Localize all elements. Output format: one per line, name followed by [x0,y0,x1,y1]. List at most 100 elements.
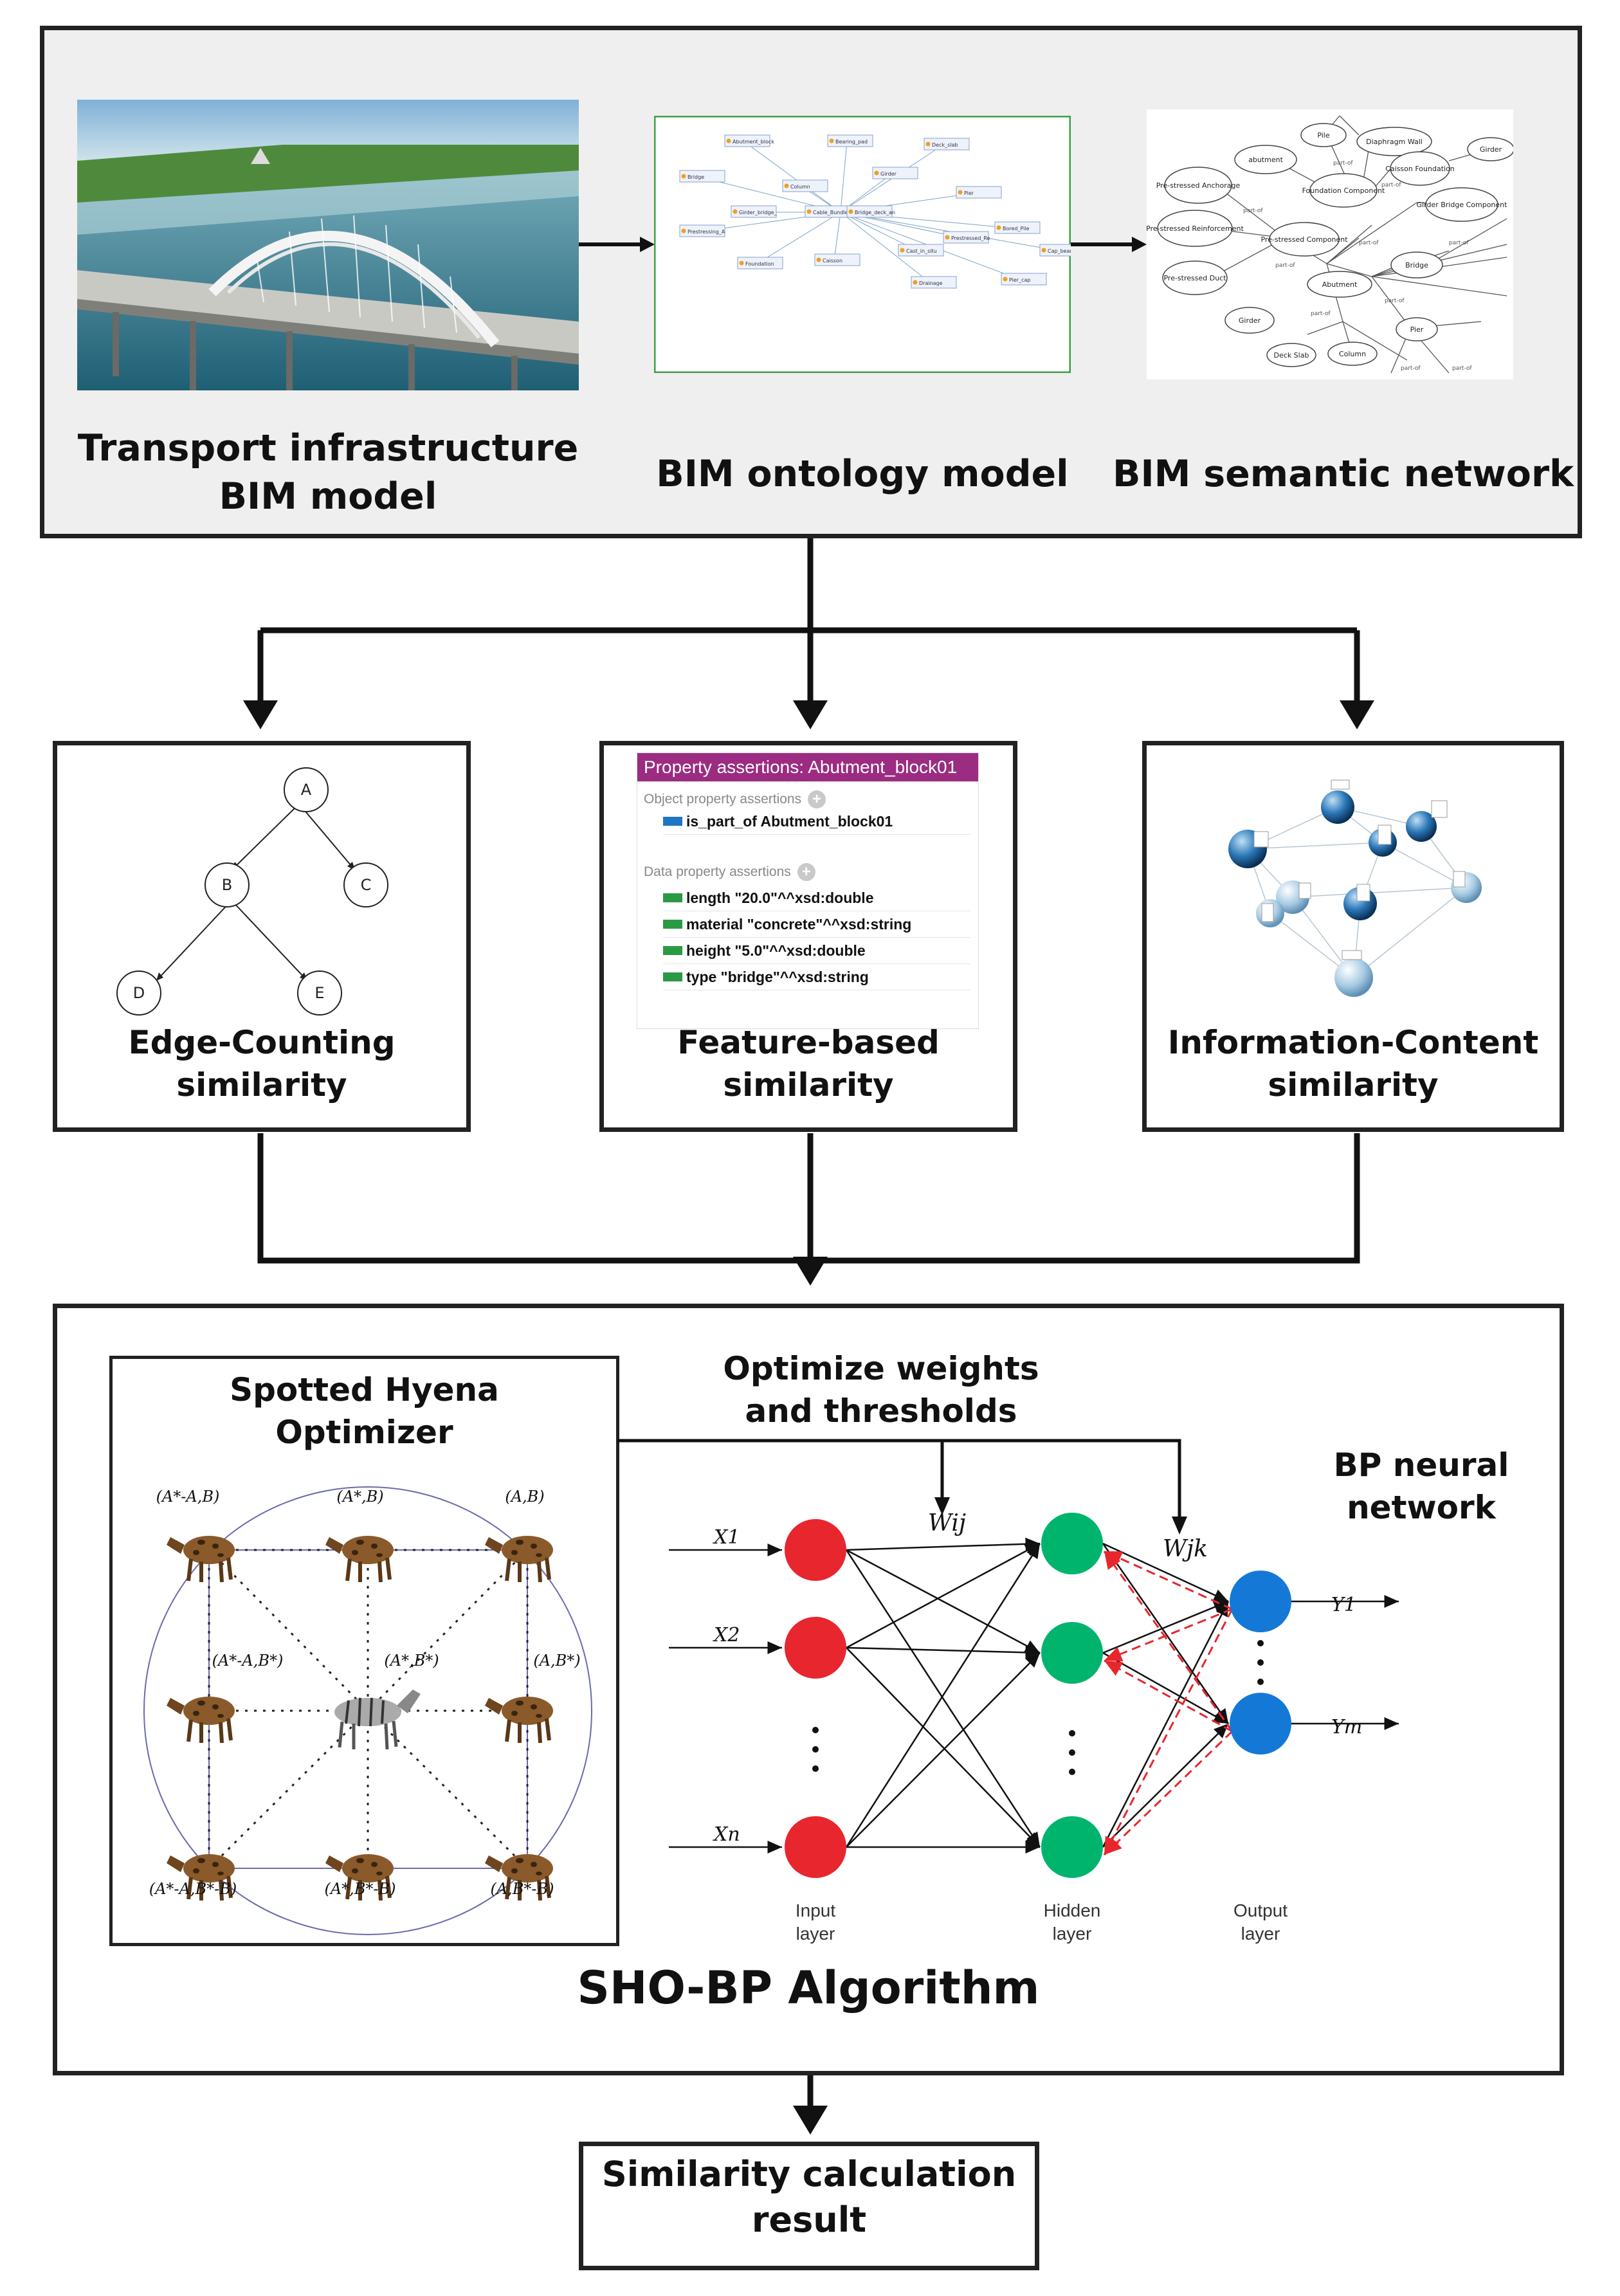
label-information-content: Information-Content similarity [1167,1024,1539,1104]
svg-text:Girder Bridge Component: Girder Bridge Component [1417,201,1508,209]
svg-text:part-of: part-of [1359,240,1379,246]
tree-node-c: C [361,876,372,894]
sho-bp-title: SHO-BP Algorithm [577,1962,1040,2014]
ontology-node: Prestressing_A [679,224,725,237]
tree-node-b: B [222,876,232,894]
data-property-header: Data property assertions + [644,863,970,881]
property-assertions-panel: Property assertions: Abutment_block01 Ob… [637,752,979,1029]
pos-label: (A*,B*) [384,1652,439,1670]
weight-wjk-label: Wjk [1163,1536,1208,1562]
svg-text:abutment: abutment [1248,156,1283,164]
svg-text:Pre-stressed Component: Pre-stressed Component [1261,235,1348,244]
hidden-neuron [1041,1622,1103,1684]
svg-text:Foundation Component: Foundation Component [1302,187,1385,195]
ontology-node: Bridge_deck_an [846,205,895,218]
semantic-network-image: Pile Diaphragm Wall Girder abutment Cais… [1147,109,1513,379]
layer-label-hidden: Hidden [1044,1900,1101,1920]
svg-text:Prestressing_A: Prestressing_A [687,229,725,235]
svg-text:Pier: Pier [964,190,974,196]
svg-text:Column: Column [1339,350,1366,358]
svg-text:layer: layer [796,1924,835,1944]
object-property-row: is_part_of Abutment_block01 [663,808,970,835]
weight-wij-label: Wij [928,1510,966,1536]
edge-counting-box [53,741,471,1132]
ontology-node: Pier [956,186,1002,199]
result-box [579,2142,1039,2270]
pos-label: (A*-A,B*) [212,1652,284,1670]
svg-text:Abutment: Abutment [1322,280,1358,289]
pos-label: (A*,B*-B) [324,1880,396,1898]
svg-text:Cable_Bundle_B: Cable_Bundle_B [813,210,854,215]
svg-text:part-of: part-of [1449,240,1469,246]
svg-text:Girder: Girder [1239,316,1261,325]
svg-text:Abutment_block: Abutment_block [733,139,774,145]
svg-text:Bored_Pile: Bored_Pile [1003,226,1030,232]
pos-label: (A,B*-B) [490,1880,554,1898]
ontology-graph-image: Abutment_block Bearing_padDeck_slabBridge… [654,116,1071,373]
add-data-property-icon[interactable]: + [797,863,815,881]
tree-node-e: E [314,984,324,1002]
data-property-row: height "5.0"^^xsd:double [663,938,970,964]
pos-label: (A,B*) [533,1652,580,1670]
ontology-node: Bearing_pad [827,134,873,147]
hyena-icon [485,1536,553,1583]
svg-text:Girder_bridge_: Girder_bridge_ [739,210,778,215]
arrow-ontology-to-semantic [1071,237,1147,252]
label-semantic-network: BIM semantic network [1113,453,1574,495]
hidden-neuron [1041,1513,1103,1574]
input-x1-label: X1 [713,1526,740,1549]
ontology-node: Deck_slab [924,138,970,150]
ontology-node: Abutment_block [724,134,774,147]
label-bim-model: Transport infrastructure BIM model [77,427,579,518]
hyena-icon [167,1536,235,1583]
hyena-icon [167,1697,235,1744]
svg-text:Girder: Girder [880,171,897,177]
svg-text:layer: layer [1053,1924,1092,1944]
property-panel-title: Property assertions: Abutment_block01 [637,753,978,781]
svg-text:Deck_slab: Deck_slab [932,142,958,148]
label-bp-neural-network: BP neural network [1333,1446,1509,1526]
input-neuron [785,1519,846,1581]
ontology-node: Foundation [737,257,783,269]
data-property-row: type "bridge"^^xsd:string [663,964,970,990]
tree-node-a: A [301,781,312,799]
sho-box [109,1356,619,1946]
svg-text:part-of: part-of [1385,298,1405,304]
hyena-icons [167,1536,553,1901]
ontology-node: Bridge [679,170,725,183]
ontology-node: Prestressed_Re [943,231,990,244]
svg-text:Drainage: Drainage [919,280,943,286]
pos-label: (A*-A,B) [156,1488,220,1506]
hyena-search-diagram: (A*-A,B) (A*,B) (A,B) (A*-A,B*) (A*,B*) … [143,1486,592,1935]
svg-text:Bearing_pad: Bearing_pad [835,139,868,145]
svg-text:Bridge_deck_an: Bridge_deck_an [855,210,895,215]
hyena-icon [325,1536,394,1583]
hyena-icon [485,1697,553,1744]
ontology-node: Cap_beam [1039,244,1071,257]
label-spotted-hyena-optimizer: Spotted Hyena Optimizer [230,1371,499,1451]
ontology-node: Drainage [911,276,957,289]
svg-text:Pier_cap: Pier_cap [1009,277,1030,283]
information-content-graph [1228,779,1482,997]
ontology-node: Column [782,179,828,192]
object-property-header: Object property assertions + [644,790,970,808]
input-neuron [785,1617,846,1679]
svg-text:Column: Column [790,184,810,190]
ontology-node: Bored_Pile [994,221,1041,234]
svg-text:Diaphragm Wall: Diaphragm Wall [1366,138,1423,146]
svg-text:Caisson Foundation: Caisson Foundation [1385,165,1455,173]
svg-text:part-of: part-of [1243,208,1263,214]
edge-counting-tree: A B C D E [116,767,388,1016]
bridge-bim-image [77,100,579,390]
svg-text:Foundation: Foundation [745,261,774,267]
label-optimize-weights: Optimize weights and thresholds [723,1350,1039,1430]
svg-text:Girder: Girder [1480,145,1502,154]
ontology-node: Girder [872,167,918,179]
add-object-property-icon[interactable]: + [808,790,826,808]
svg-text:part-of: part-of [1381,182,1401,188]
input-xn-label: Xn [713,1823,740,1846]
svg-text:Pre-stressed Anchorage: Pre-stressed Anchorage [1156,181,1241,190]
svg-text:Pile: Pile [1317,131,1330,140]
svg-text:part-of: part-of [1333,160,1353,167]
